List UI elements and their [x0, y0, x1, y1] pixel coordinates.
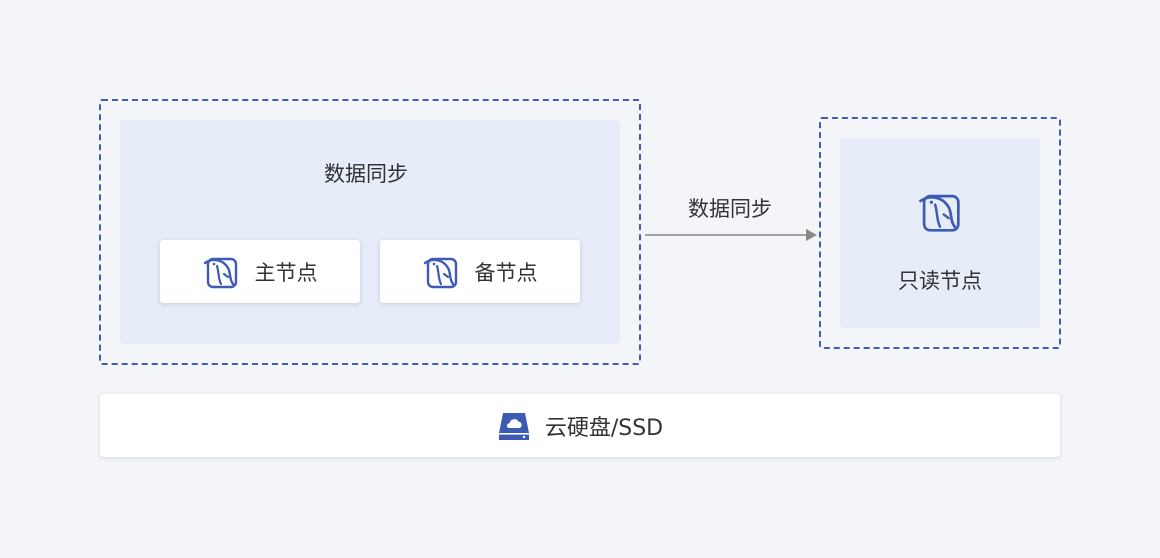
mysql-dolphin-icon	[203, 254, 239, 290]
replication-sync-label: 数据同步	[688, 197, 772, 221]
cluster-to-readonly-arrowhead	[806, 229, 817, 241]
primary-node-card[interactable]: 主节点	[160, 240, 360, 303]
cloud-disk-bar[interactable]: 云硬盘/SSD	[100, 394, 1060, 457]
mysql-dolphin-icon	[918, 190, 962, 234]
cloud-disk-label: 云硬盘/SSD	[544, 415, 664, 441]
readonly-cluster-group	[819, 117, 1061, 349]
readonly-node-label: 只读节点	[898, 269, 982, 293]
internal-sync-label: 数据同步	[324, 162, 408, 186]
primary-node-label: 主节点	[254, 260, 318, 285]
primary-cluster-group	[99, 99, 641, 365]
standby-node-card[interactable]: 备节点	[380, 240, 580, 303]
mysql-dolphin-icon	[423, 254, 459, 290]
standby-node-label: 备节点	[474, 260, 538, 285]
primary-cluster-panel	[120, 120, 620, 344]
readonly-node-panel[interactable]: 只读节点	[840, 138, 1040, 328]
cloud-disk-icon	[497, 409, 531, 443]
